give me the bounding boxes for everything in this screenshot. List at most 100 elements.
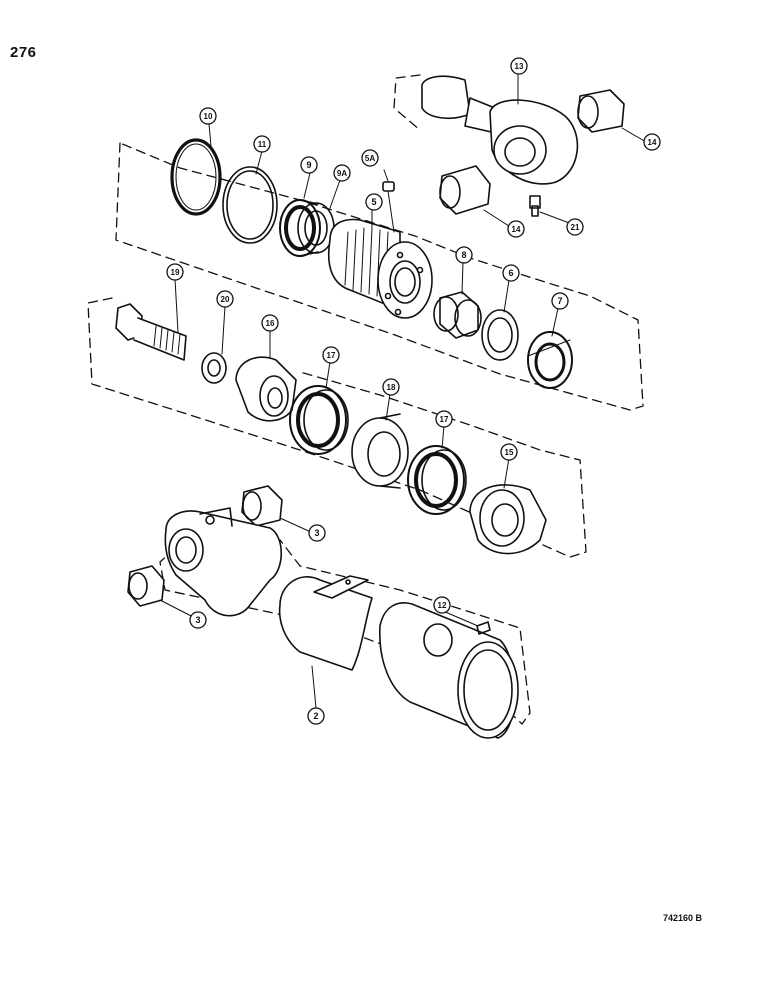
callout-circle	[566, 218, 584, 236]
part-2-tube	[278, 575, 373, 671]
part-11-o-ring	[222, 166, 278, 244]
callout-c18: 18	[382, 378, 400, 396]
callout-circle	[365, 193, 383, 211]
callout-label: 15	[505, 448, 514, 457]
outline-middle-group	[87, 297, 587, 558]
callout-label: 21	[571, 223, 580, 232]
callout-circle	[502, 264, 520, 282]
callout-c2: 2	[307, 707, 325, 725]
part-21-grease-fitting	[529, 195, 541, 217]
callout-circle	[643, 133, 661, 151]
part-19-bolt	[115, 303, 187, 361]
callout-c19: 19	[166, 263, 184, 281]
callout-label: 3	[314, 528, 319, 538]
callout-label: 5	[371, 197, 376, 207]
part-base-end-clevis	[164, 507, 282, 617]
callout-label: 9A	[337, 169, 347, 178]
drawing-code: 742160 B	[663, 913, 703, 923]
callout-c17b: 17	[435, 410, 453, 428]
callout-c7: 7	[551, 292, 569, 310]
part-14-bushing-a	[577, 89, 625, 133]
callout-c16: 16	[261, 314, 279, 332]
part-18-wear-ring	[351, 413, 409, 489]
part-12-screw	[476, 621, 491, 635]
callout-circle	[261, 314, 279, 332]
part-7-seal	[527, 331, 573, 389]
outline-lower-group	[159, 527, 531, 725]
callout-circle	[166, 263, 184, 281]
callout-c9: 9	[300, 156, 318, 174]
callout-circle	[333, 164, 351, 182]
part-17-seal-a	[289, 385, 349, 455]
callout-circle	[361, 149, 379, 167]
callout-label: 9	[306, 160, 311, 170]
callout-circle	[199, 107, 217, 125]
callout-circle	[307, 707, 325, 725]
part-6-wiper	[481, 309, 519, 361]
outline-upper-group	[115, 142, 644, 411]
callout-label: 11	[258, 140, 267, 149]
part-3-bushing-b	[127, 565, 165, 607]
callout-circle	[300, 156, 318, 174]
callout-c5a: 5A	[361, 149, 379, 167]
callout-c3a: 3	[308, 524, 326, 542]
part-10-snap-ring	[170, 138, 222, 216]
callout-circle	[253, 135, 271, 153]
callout-circle	[435, 410, 453, 428]
callout-c14a: 14	[643, 133, 661, 151]
callout-c5: 5	[365, 193, 383, 211]
dashed-assembly-outlines	[87, 74, 644, 725]
callout-c8: 8	[455, 246, 473, 264]
callout-circle	[500, 443, 518, 461]
callout-circle	[507, 220, 525, 238]
callout-label: 13	[515, 62, 524, 71]
part-15-piston	[469, 484, 547, 555]
callout-label: 14	[512, 225, 521, 234]
part-13-rod-eye	[421, 75, 579, 185]
part-17-seal-b	[407, 445, 467, 515]
callout-label: 7	[557, 296, 562, 306]
callout-c13: 13	[510, 57, 528, 75]
callout-label: 14	[648, 138, 657, 147]
part-14-bushing-b	[439, 165, 491, 215]
callout-label: 3	[195, 615, 200, 625]
callout-c15: 15	[500, 443, 518, 461]
callout-circle	[382, 378, 400, 396]
callout-circle	[322, 346, 340, 364]
callout-c17a: 17	[322, 346, 340, 364]
leader-lines	[159, 73, 647, 709]
callout-circle	[189, 611, 207, 629]
outline-rod-eye-group	[393, 74, 421, 131]
callout-label: 17	[440, 415, 449, 424]
callout-label: 17	[327, 351, 336, 360]
callout-circle	[308, 524, 326, 542]
callout-c14b: 14	[507, 220, 525, 238]
callout-label: 2	[313, 711, 318, 721]
callout-c21: 21	[566, 218, 584, 236]
callout-c9a: 9A	[333, 164, 351, 182]
callout-circle	[510, 57, 528, 75]
callout-label: 12	[438, 601, 447, 610]
callout-circle	[455, 246, 473, 264]
callout-circle	[433, 596, 451, 614]
part-5a-plug	[382, 181, 395, 233]
callout-c6: 6	[502, 264, 520, 282]
callout-label: 20	[221, 295, 230, 304]
callout-circle	[551, 292, 569, 310]
part-3-bushing-a	[241, 485, 283, 527]
part-16-piston-nut	[235, 356, 297, 422]
callout-label: 5A	[365, 154, 375, 163]
callout-label: 16	[266, 319, 275, 328]
part-8-bushing	[433, 291, 482, 339]
callout-label: 19	[171, 268, 180, 277]
part-9-seal	[279, 199, 335, 257]
callout-circle	[216, 290, 234, 308]
callout-label: 18	[387, 383, 396, 392]
callout-label: 8	[461, 250, 466, 260]
part-barrel	[379, 602, 519, 739]
callout-c3b: 3	[189, 611, 207, 629]
part-20-washer	[201, 352, 227, 384]
